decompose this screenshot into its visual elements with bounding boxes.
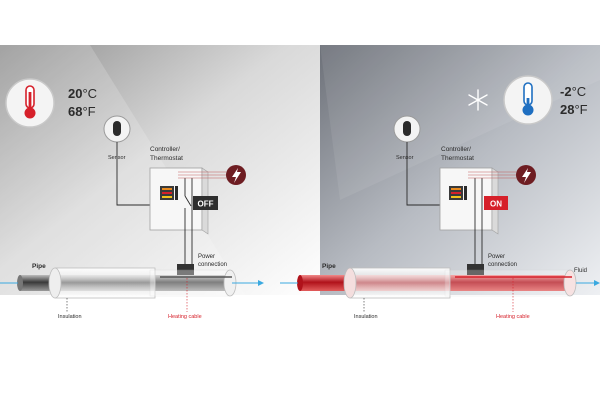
lightning-bolt-icon — [226, 165, 246, 185]
snowflake-icon — [468, 89, 488, 111]
pipe-heated — [297, 267, 577, 299]
thermometer-cold-icon — [503, 75, 553, 125]
controller-label-line1: Controller/ — [150, 146, 180, 153]
controller-thermostat — [439, 167, 499, 235]
controller-thermostat — [149, 167, 209, 235]
flow-arrow-icon — [594, 280, 600, 286]
power-label-line2: connection — [198, 262, 227, 268]
cold-heating-cable-label: Heating cable — [496, 314, 530, 320]
cold-controller-label-line1: Controller/ — [441, 146, 471, 153]
flow-arrow-icon — [258, 280, 264, 286]
status-off-label: OFF — [198, 200, 214, 209]
controller-label-line2: Thermostat — [150, 155, 183, 162]
temp-celsius-unit: °C — [82, 86, 97, 101]
cold-panel: -2°C 28°F Sensor Controller/ Thermostat — [280, 45, 600, 320]
pipe-warm — [17, 267, 237, 299]
cold-power-label-line1: Power — [488, 254, 505, 260]
power-connection — [177, 264, 194, 275]
svg-text:20°C: 20°C — [68, 86, 97, 101]
svg-text:28°F: 28°F — [560, 102, 588, 117]
heating-cable-label: Heating cable — [168, 314, 202, 320]
warm-panel: 20°C 68°F Sensor Controller/ Thermostat — [0, 45, 320, 320]
sensor — [103, 115, 131, 143]
status-off-badge: OFF — [193, 196, 218, 210]
status-on-label: ON — [490, 200, 502, 209]
temp-fahrenheit-unit: °F — [82, 104, 95, 119]
pipe-label: Pipe — [32, 263, 46, 270]
temp-fahrenheit-value: 68 — [68, 104, 82, 119]
cold-controller-label-line2: Thermostat — [441, 155, 474, 162]
svg-text:68°F: 68°F — [68, 104, 96, 119]
cold-temp-fahrenheit-unit: °F — [574, 102, 587, 117]
thermometer-warm-icon — [5, 78, 55, 128]
cold-power-connection — [467, 264, 484, 275]
insulation-label: Insulation — [58, 314, 82, 320]
power-label-line1: Power — [198, 254, 215, 260]
cold-sensor-label: Sensor — [396, 155, 414, 161]
cold-temp-celsius-value: -2 — [560, 84, 572, 99]
cold-insulation-label: Insulation — [354, 314, 378, 320]
cold-power-label-line2: connection — [488, 262, 517, 268]
fluid-label: Fluid — [574, 268, 587, 274]
cold-temp-celsius-unit: °C — [572, 84, 587, 99]
temp-celsius-value: 20 — [68, 86, 82, 101]
sensor — [393, 115, 421, 143]
cold-pipe-label: Pipe — [322, 263, 336, 270]
lightning-bolt-icon — [516, 165, 536, 185]
svg-text:-2°C: -2°C — [560, 84, 586, 99]
status-on-badge: ON — [484, 196, 508, 210]
cold-temp-fahrenheit-value: 28 — [560, 102, 574, 117]
